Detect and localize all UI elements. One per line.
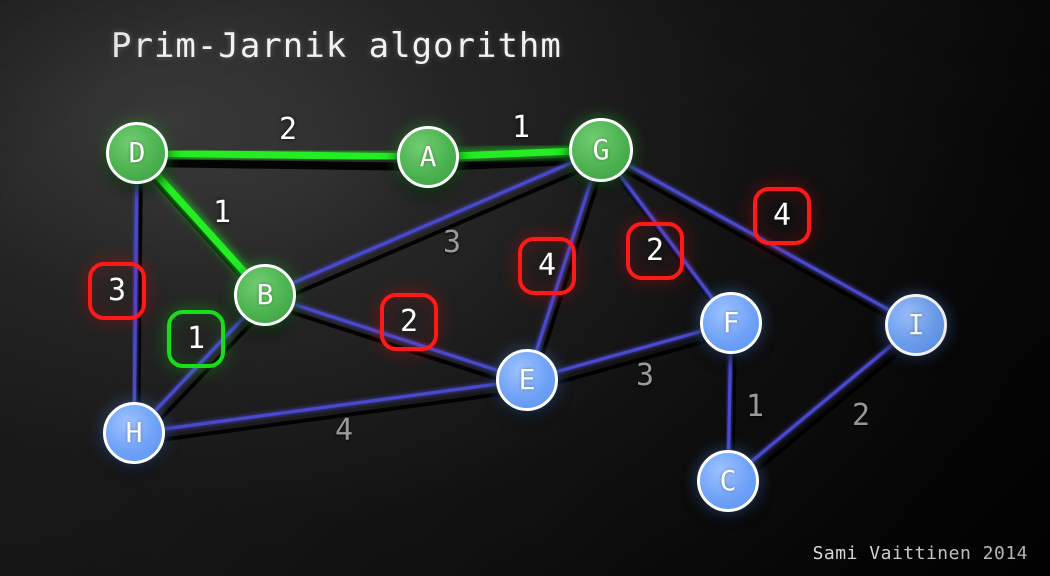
- edge-shadow: [529, 159, 607, 391]
- graph-edge-B-G[interactable]: [263, 148, 603, 297]
- edge-weight-G-F: 2: [626, 222, 684, 280]
- graph-edge-G-E[interactable]: [525, 148, 603, 382]
- graph-node-E[interactable]: E: [496, 349, 558, 411]
- edge-weight-A-G: 1: [511, 110, 531, 145]
- graph-edge-D-A[interactable]: [133, 149, 432, 161]
- graph-node-D[interactable]: D: [106, 122, 168, 184]
- graph-edge-B-E[interactable]: [263, 293, 529, 382]
- graph-node-A[interactable]: A: [397, 126, 459, 188]
- author-credit: Sami Vaittinen 2014: [812, 543, 1028, 564]
- graph-node-F[interactable]: F: [700, 292, 762, 354]
- graph-edge-D-H[interactable]: [132, 151, 139, 435]
- edge-weight-G-I: 4: [753, 187, 811, 245]
- edge-weight-D-B: 1: [212, 195, 232, 230]
- edge-weight-D-H: 3: [88, 262, 146, 320]
- edge-shadow: [268, 158, 606, 307]
- edge-shadow: [137, 388, 532, 445]
- graph-edge-H-E[interactable]: [132, 378, 529, 435]
- edge-weight-E-F: 3: [635, 358, 655, 393]
- edge-weight-B-H: 1: [167, 310, 225, 368]
- edge-shadow: [530, 331, 736, 392]
- page-title: Prim-Jarnik algorithm: [111, 26, 562, 66]
- edge-shadow: [604, 158, 921, 337]
- edge-shadow: [730, 333, 922, 493]
- graph-node-I[interactable]: I: [885, 294, 947, 356]
- graph-node-H[interactable]: H: [103, 402, 165, 464]
- edge-weight-G-E: 4: [518, 237, 576, 295]
- edge-weight-H-E: 4: [334, 413, 354, 448]
- edge-weight-B-E: 2: [380, 293, 438, 351]
- edge-weight-D-A: 2: [278, 112, 298, 147]
- edge-weight-B-G: 3: [442, 225, 462, 260]
- graph-node-G[interactable]: G: [569, 118, 633, 182]
- graph-edge-C-I[interactable]: [726, 323, 918, 483]
- graph-node-C[interactable]: C: [697, 450, 759, 512]
- graph-edge-E-F[interactable]: [525, 321, 733, 382]
- edge-weight-F-C: 1: [745, 389, 765, 424]
- graph-edge-G-F[interactable]: [599, 148, 733, 325]
- edge-weight-C-I: 2: [851, 398, 871, 433]
- graph-node-B[interactable]: B: [234, 264, 296, 326]
- edge-shadow: [140, 159, 433, 171]
- edge-shadow: [136, 162, 143, 444]
